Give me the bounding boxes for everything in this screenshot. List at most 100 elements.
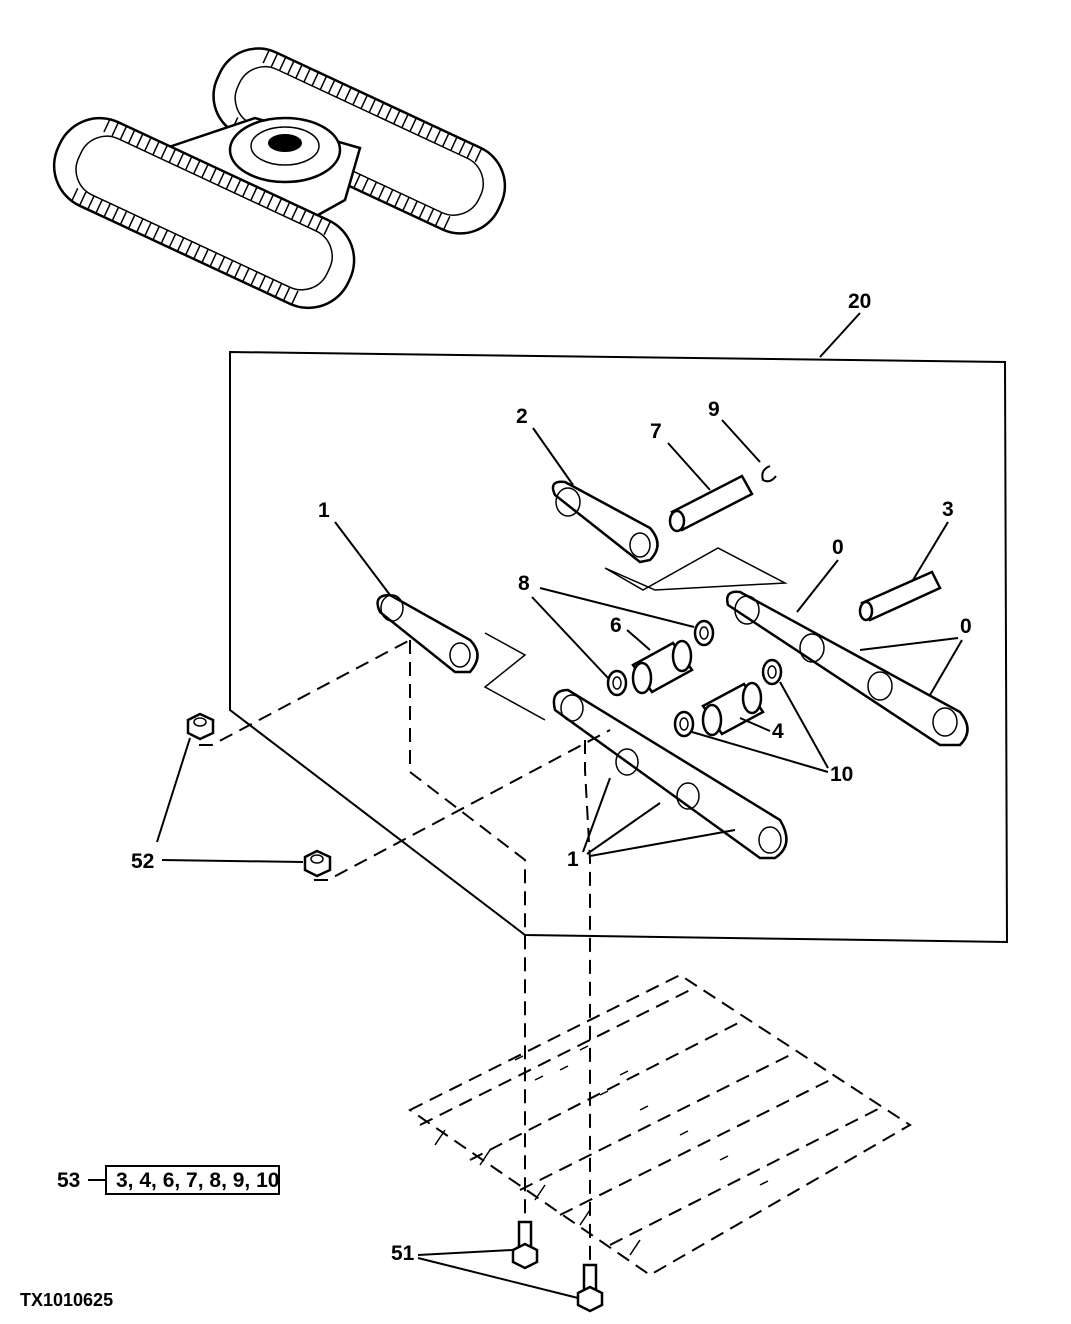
track-tread-ridge xyxy=(217,172,225,186)
track-tread-ridge xyxy=(353,174,361,188)
track-tread-ridge xyxy=(258,275,267,289)
callout-10: 10 xyxy=(830,763,853,786)
track-tread-ridge xyxy=(384,107,393,121)
track-tread-ridge xyxy=(275,283,283,297)
callout-2: 2 xyxy=(516,405,528,428)
track-tread-ridge xyxy=(410,200,418,215)
track-tread-ridge xyxy=(443,215,451,230)
figure-id: TX1010625 xyxy=(20,1290,113,1310)
track-tread-ridge xyxy=(176,153,184,167)
track-tread-ridge xyxy=(160,145,168,160)
track-tread-ridge xyxy=(169,233,177,247)
track-tread-ridge xyxy=(87,195,95,209)
track-tread-ridge xyxy=(209,168,217,182)
track-tread-ridge xyxy=(466,145,474,159)
track-tread-ridge xyxy=(323,221,331,236)
track-tread-ridge xyxy=(418,204,427,218)
track-tread-ridge xyxy=(433,129,442,144)
track-tread-ridge xyxy=(299,210,307,224)
track-tread-ridge xyxy=(282,202,290,217)
track-tread-ridge xyxy=(184,157,193,171)
track-tread-ridge xyxy=(119,126,127,141)
track-tread-ridge xyxy=(258,191,266,205)
track-tread-ridge xyxy=(201,164,209,179)
track-tread-ridge xyxy=(295,65,303,79)
track-tread-ridge xyxy=(458,141,466,155)
callout-20: 20 xyxy=(848,290,871,313)
track-tread-ridge xyxy=(79,191,87,206)
track-tread-ridge xyxy=(327,80,335,94)
callout-53: 53 xyxy=(57,1169,80,1192)
washer-10-lower-part xyxy=(673,710,695,738)
washer-8-upper-part xyxy=(693,619,715,647)
track-tread-ridge xyxy=(417,122,425,136)
track-tread-ridge xyxy=(352,91,360,106)
callout-9: 9 xyxy=(708,398,720,421)
callout-3: 3 xyxy=(942,498,954,521)
track-tread-ridge xyxy=(128,214,136,228)
callout-52: 52 xyxy=(131,850,154,873)
track-tread-ridge xyxy=(120,210,128,225)
track-tread-ridge xyxy=(319,76,327,90)
track-tread-ridge xyxy=(144,222,152,236)
track-tread-ridge xyxy=(266,195,274,209)
track-tread-ridge xyxy=(394,193,402,207)
link-2-part xyxy=(551,480,659,564)
track-tread-ridge xyxy=(152,141,160,156)
track-tread-ridge xyxy=(311,72,319,87)
leader-20 xyxy=(819,312,861,358)
callout-51: 51 xyxy=(391,1242,415,1265)
track-tread-ridge xyxy=(286,61,295,75)
track-tread-ridge xyxy=(168,149,176,163)
track-tread-ridge xyxy=(111,206,120,221)
track-tread-ridge xyxy=(360,95,368,109)
track-tread-ridge xyxy=(303,69,311,83)
kit-contents-text: 3, 4, 6, 7, 8, 9, 10 xyxy=(116,1169,279,1192)
track-tread-ridge xyxy=(368,99,376,113)
track-tread-ridge xyxy=(193,245,201,259)
snap-ring-9-part xyxy=(761,465,777,483)
track-tread-ridge xyxy=(344,88,352,102)
track-tread-ridge xyxy=(192,160,201,175)
track-tread-ridge xyxy=(335,84,344,98)
track-tread-ridge xyxy=(270,53,278,68)
track-tread-ridge xyxy=(435,212,443,226)
track-tread-ridge xyxy=(392,110,401,125)
track-tread-ridge xyxy=(103,203,112,217)
track-tread-ridge xyxy=(160,229,169,244)
callout-7: 7 xyxy=(650,420,662,443)
washer-10-upper-part xyxy=(761,658,783,686)
track-tread-ridge xyxy=(278,57,287,71)
link-chain-1-lower-part xyxy=(552,688,788,860)
callout-0-top: 0 xyxy=(832,536,844,559)
track-tread-ridge xyxy=(274,198,282,213)
track-tread-ridge xyxy=(450,137,458,151)
track-tread-ridge xyxy=(152,226,160,240)
bushing-6-part xyxy=(631,639,694,695)
undercarriage-illustration xyxy=(52,47,507,310)
bolt-51-upper-part xyxy=(511,1220,539,1270)
track-tread-ridge xyxy=(135,134,144,148)
track-tread-ridge xyxy=(361,177,369,192)
track-tread-ridge xyxy=(262,50,270,64)
washer-8-lower-part xyxy=(606,669,628,697)
track-tread-ridge xyxy=(209,252,218,266)
nut-52-upper-part xyxy=(186,712,215,741)
track-tread-ridge xyxy=(426,208,435,222)
track-tread-ridge xyxy=(376,103,384,117)
chain-assembly-box xyxy=(229,350,1009,944)
track-tread-ridge xyxy=(242,267,250,282)
kit-contents-box xyxy=(105,1165,280,1195)
track-shoes-illustration xyxy=(408,973,912,1277)
track-tread-ridge xyxy=(402,196,410,211)
track-tread-ridge xyxy=(369,181,378,196)
master-link-assembly xyxy=(726,590,969,747)
track-tread-ridge xyxy=(409,118,417,132)
track-tread-ridge xyxy=(225,176,233,190)
nut-52-lower-part xyxy=(303,849,332,878)
callout-0-right: 0 xyxy=(960,615,972,638)
track-tread-ridge xyxy=(136,218,144,232)
track-tread-ridge xyxy=(144,138,152,152)
track-tread-ridge xyxy=(425,126,433,140)
track-tread-ridge xyxy=(283,286,291,301)
